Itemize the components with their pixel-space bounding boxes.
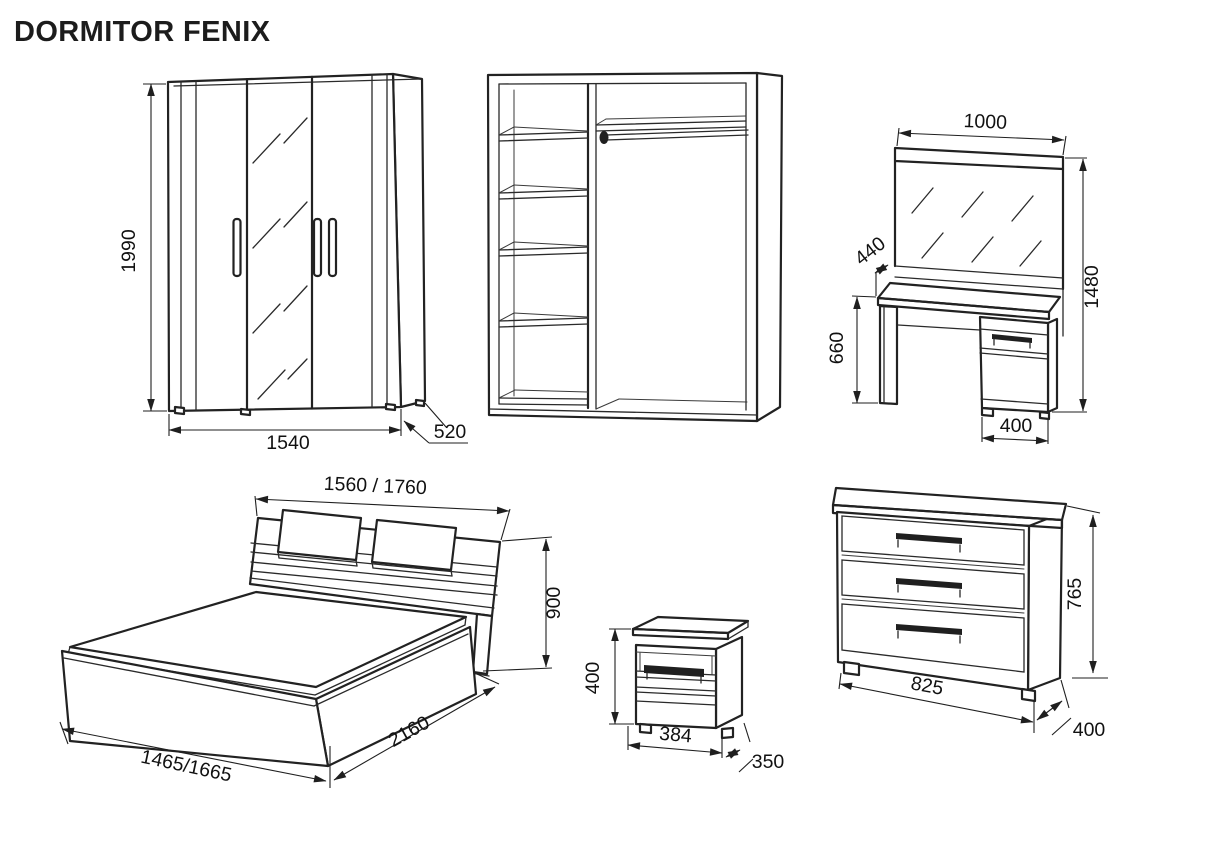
vanity-width-dim: 1000 bbox=[963, 110, 1007, 134]
nightstand-width-dim: 384 bbox=[658, 723, 692, 748]
vanity-pedestal-width-dim: 400 bbox=[1000, 415, 1033, 437]
nightstand-front bbox=[634, 643, 718, 730]
nightstand-view: 400 384 350 bbox=[582, 615, 785, 773]
dresser-handles bbox=[896, 533, 962, 644]
mirror-top-frame bbox=[893, 146, 1065, 171]
vanity-desk-height-dim: 660 bbox=[826, 332, 848, 365]
dresser-depth-dim: 400 bbox=[1073, 719, 1106, 741]
vanity-pedestal bbox=[978, 315, 1059, 421]
dresser-height-dim: 765 bbox=[1064, 578, 1086, 611]
drawer bbox=[841, 559, 1025, 610]
wardrobe-width-dim: 1540 bbox=[266, 432, 310, 454]
wardrobe-interior-front bbox=[486, 71, 759, 423]
wardrobe-front-view: 1990 1540 520 bbox=[118, 72, 468, 454]
hanging-rod bbox=[599, 129, 749, 144]
vanity-view: 1000 440 660 1480 400 bbox=[826, 110, 1103, 445]
dresser-width-dim: 825 bbox=[909, 672, 945, 699]
dresser-dimensions: 765 825 400 bbox=[838, 505, 1108, 741]
wardrobe-door-gaps bbox=[180, 73, 388, 412]
headboard-cushion bbox=[370, 518, 458, 572]
door-handle bbox=[312, 217, 323, 278]
shelves bbox=[498, 126, 589, 328]
nightstand-drawer-handle bbox=[644, 665, 704, 684]
wardrobe-dimensions: 1990 1540 520 bbox=[118, 83, 468, 454]
page-title: DORMITOR FENIX bbox=[14, 16, 271, 48]
bed-headboard bbox=[248, 508, 502, 677]
door-handle bbox=[232, 217, 242, 278]
headboard-leg bbox=[471, 612, 494, 676]
vanity-leg-panel bbox=[878, 304, 899, 406]
dresser-foot bbox=[842, 660, 861, 677]
wardrobe-height-dim: 1990 bbox=[118, 229, 140, 273]
dresser-drawers bbox=[841, 515, 1025, 673]
vanity-mirror bbox=[893, 146, 1065, 337]
vanity-drawer-handle bbox=[992, 334, 1032, 349]
dresser-side bbox=[1026, 511, 1064, 692]
vanity-foot bbox=[1038, 410, 1051, 421]
nightstand-height-dim: 400 bbox=[582, 662, 604, 695]
cabinet-floor bbox=[488, 389, 758, 416]
nightstand-side bbox=[714, 635, 744, 730]
nightstand-foot bbox=[638, 722, 653, 735]
bed-headboard-height-dim: 900 bbox=[543, 587, 565, 620]
wardrobe-door-handles bbox=[232, 217, 338, 278]
door-handle bbox=[327, 217, 338, 278]
nightstand-dimensions: 400 384 350 bbox=[582, 628, 785, 773]
headboard-cushion bbox=[276, 508, 363, 562]
bed-headboard-width-dim: 1560 / 1760 bbox=[323, 473, 427, 499]
nightstand-foot bbox=[720, 726, 735, 740]
vanity-depth-dim: 440 bbox=[851, 232, 890, 269]
wardrobe-interior-side bbox=[755, 71, 784, 423]
dresser-view: 765 825 400 bbox=[831, 486, 1108, 741]
wardrobe-front-face bbox=[166, 72, 403, 413]
dresser-foot bbox=[1020, 687, 1037, 703]
wardrobe-feet bbox=[173, 398, 426, 417]
bed-view: 1560 / 1760 900 2160 1465/1665 bbox=[59, 473, 565, 788]
bed-dimensions: 1560 / 1760 900 2160 1465/1665 bbox=[59, 473, 565, 788]
vanity-foot bbox=[980, 406, 995, 418]
nightstand-depth-dim: 350 bbox=[752, 751, 785, 773]
vanity-height-dim: 1480 bbox=[1081, 265, 1103, 309]
drawer bbox=[841, 515, 1025, 566]
wardrobe-interior-view bbox=[486, 71, 784, 423]
top-shelf-right bbox=[595, 115, 747, 132]
wardrobe-depth-dim: 520 bbox=[434, 421, 467, 443]
rod-end-cap bbox=[599, 131, 609, 144]
mirror-door-hatch bbox=[252, 117, 308, 400]
drawer bbox=[841, 603, 1025, 673]
mirror-hatch bbox=[911, 187, 1042, 267]
